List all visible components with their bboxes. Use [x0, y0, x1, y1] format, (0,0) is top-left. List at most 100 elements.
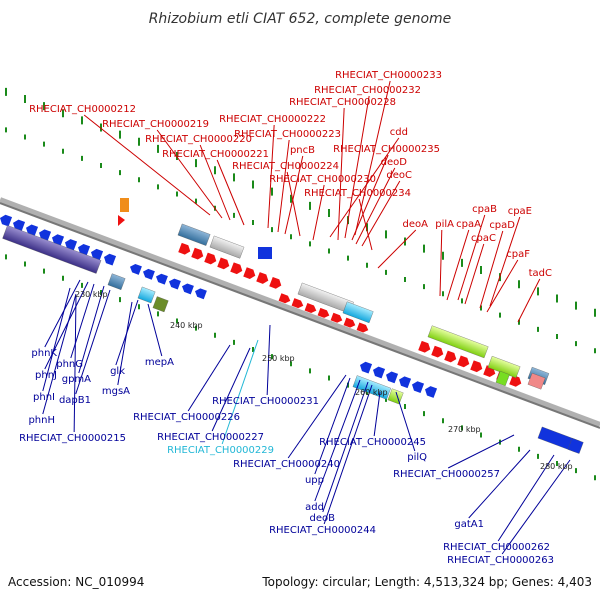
leader-line: [464, 243, 485, 305]
gene-label[interactable]: RHECIAT_CH0000222: [219, 114, 326, 125]
track-dot: [385, 269, 387, 275]
track-dot: [518, 319, 520, 325]
leader-line: [73, 295, 77, 433]
track-dot: [461, 425, 463, 431]
track-dot: [100, 123, 102, 132]
track-dot: [138, 177, 140, 183]
gene-label[interactable]: cpaD: [489, 220, 515, 231]
gene-label[interactable]: RHECIAT_CH0000223: [234, 129, 341, 140]
gene-label[interactable]: cpaF: [506, 249, 530, 260]
gene-label[interactable]: RHECIAT_CH0000212: [29, 104, 136, 115]
gene-label[interactable]: RHECIAT_CH0000220: [145, 134, 252, 145]
gene-label[interactable]: deoA: [403, 219, 429, 230]
gene-label[interactable]: RHECIAT_CH0000219: [102, 119, 209, 130]
track-dot: [518, 446, 520, 452]
gene-block: [527, 372, 546, 390]
phn-operon-block: [2, 225, 102, 274]
leader-line: [322, 381, 369, 513]
track-dot: [195, 159, 197, 168]
track-dot: [556, 334, 558, 339]
gene-label[interactable]: RHECIAT_CH0000232: [314, 85, 421, 96]
track-dot: [328, 209, 330, 217]
gene-label[interactable]: pncB: [290, 145, 315, 156]
gene-label[interactable]: RHECIAT_CH0000228: [289, 97, 396, 108]
gene-label[interactable]: add: [305, 502, 324, 513]
gene-label[interactable]: phnK: [31, 348, 57, 359]
forward-gene-arrow: [317, 307, 330, 318]
gene-block: [120, 198, 129, 212]
reverse-gene-arrow: [104, 253, 117, 266]
tick-label: 260 kbp: [355, 388, 388, 397]
gene-label[interactable]: RHECIAT_CH0000240: [233, 459, 340, 470]
gene-label[interactable]: pilA: [435, 219, 454, 230]
track-dot: [119, 130, 121, 139]
track-dot: [119, 297, 121, 303]
gene-label[interactable]: RHECIAT_CH0000227: [157, 432, 264, 443]
track-dot: [328, 248, 330, 254]
track-dot: [62, 275, 64, 281]
gene-label[interactable]: phnG: [56, 359, 83, 370]
track-dot: [138, 137, 140, 146]
gene-label[interactable]: deoD: [381, 157, 408, 168]
forward-gene-arrow: [243, 267, 256, 280]
forward-gene-arrow: [457, 355, 470, 368]
leader-line: [156, 129, 223, 219]
gene-block: [342, 301, 374, 324]
track-dot: [271, 354, 273, 360]
gene-label[interactable]: gpmA: [62, 374, 91, 385]
tick-label: 280 kbp: [540, 462, 573, 471]
gene-block: [177, 223, 211, 246]
gene-label[interactable]: phnH: [28, 415, 55, 426]
outer-tracks: [5, 87, 596, 481]
track-dot: [309, 368, 311, 374]
gene-label[interactable]: RHECIAT_CH0000215: [19, 433, 126, 444]
track-dot: [309, 241, 311, 247]
leader-line: [147, 303, 163, 357]
gene-label[interactable]: tadC: [529, 268, 552, 279]
gene-label[interactable]: cdd: [390, 127, 408, 138]
gene-label[interactable]: RHECIAT_CH0000234: [304, 188, 411, 199]
gene-label[interactable]: RHECIAT_CH0000221: [162, 149, 269, 160]
gene-block: [209, 235, 245, 259]
leader-line: [447, 434, 515, 469]
gene-label[interactable]: dapB1: [59, 395, 91, 406]
genome-title: Rhizobium etli CIAT 652, complete genome: [149, 11, 452, 27]
forward-gene-arrow: [204, 252, 217, 265]
gene-label[interactable]: gatA1: [454, 519, 484, 530]
leader-line: [358, 198, 373, 251]
gene-label[interactable]: upp: [305, 475, 324, 486]
gene-label[interactable]: RHECIAT_CH0000245: [319, 437, 426, 448]
gene-label[interactable]: RHECIAT_CH0000231: [212, 396, 319, 407]
gene-label[interactable]: RHECIAT_CH0000226: [133, 412, 240, 423]
gene-label[interactable]: RHECIAT_CH0000230: [269, 174, 376, 185]
gene-label[interactable]: RHECIAT_CH0000263: [447, 555, 554, 566]
gene-label[interactable]: RHECIAT_CH0000224: [232, 161, 339, 172]
gene-label[interactable]: RHECIAT_CH0000262: [443, 542, 550, 553]
gene-label[interactable]: cpaC: [471, 233, 496, 244]
leader-line: [287, 374, 347, 459]
gene-label[interactable]: pilQ: [407, 452, 427, 463]
gene-label[interactable]: cpaA: [456, 219, 481, 230]
track-dot: [366, 389, 368, 395]
gene-label[interactable]: phnI: [33, 392, 55, 403]
gene-label[interactable]: mepA: [145, 357, 174, 368]
reverse-gene-arrow: [0, 214, 13, 227]
gene-label[interactable]: RHECIAT_CH0000257: [393, 469, 500, 480]
gene-label[interactable]: RHECIAT_CH0000233: [335, 70, 442, 81]
track-dot: [518, 280, 520, 289]
gene-label[interactable]: phnJ: [35, 370, 57, 381]
gene-label[interactable]: deoB: [310, 513, 336, 524]
gene-label[interactable]: RHECIAT_CH0000229: [167, 445, 274, 456]
gene-label[interactable]: RHECIAT_CH0000235: [333, 144, 440, 155]
gene-label[interactable]: glk: [110, 366, 125, 377]
gene-label[interactable]: RHECIAT_CH0000244: [269, 525, 376, 536]
leader-line: [501, 459, 571, 555]
track-dot: [594, 475, 596, 481]
gene-label[interactable]: deoC: [386, 170, 412, 181]
leader-line: [83, 114, 211, 216]
forward-gene-arrow: [269, 276, 282, 289]
gene-label[interactable]: mgsA: [102, 386, 130, 397]
gene-label[interactable]: cpaB: [472, 204, 497, 215]
gene-label[interactable]: cpaE: [508, 206, 532, 217]
track-dot: [423, 284, 425, 290]
